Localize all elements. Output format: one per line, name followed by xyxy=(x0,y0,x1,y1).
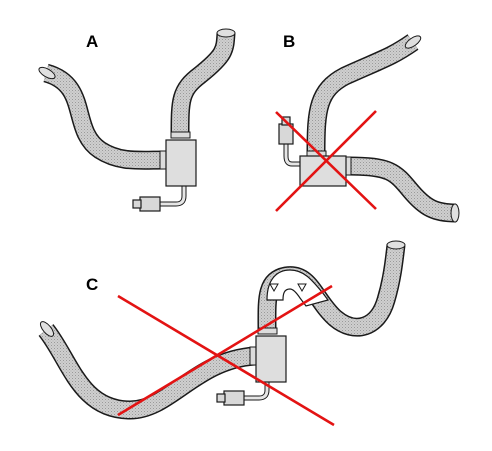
panel-b-red-x-mark-icon xyxy=(275,110,377,212)
panel-a-upper-hose-end xyxy=(216,28,236,38)
panel-b-label: B xyxy=(283,32,295,51)
panel-a-left-hose xyxy=(38,63,166,170)
panel-a-left-cuff xyxy=(159,150,167,170)
panel-c-left-hose xyxy=(38,321,257,420)
panel-b-upper-hose xyxy=(306,34,422,153)
panel-c-drain-connector xyxy=(216,390,245,406)
panel-a-left-hose-end xyxy=(38,66,56,80)
panel-c: C xyxy=(38,240,406,427)
panel-c-water-level-triangle-down-icon xyxy=(269,283,307,293)
panel-c-component-box xyxy=(255,335,287,383)
panel-a-component-box xyxy=(165,139,197,187)
panel-a-upper-cuff xyxy=(170,131,191,139)
panel-c-left-hose-end xyxy=(39,321,55,337)
panel-c-label: C xyxy=(86,275,98,294)
panel-a-drain-connector xyxy=(132,196,161,212)
panel-c-trap-hose-end xyxy=(386,240,406,250)
panel-c-red-x-mark-icon xyxy=(117,284,335,427)
panel-a-drain-pipe xyxy=(158,186,187,207)
panel-a-upper-hose xyxy=(170,28,236,137)
panel-b: B xyxy=(275,32,460,223)
panel-a: A xyxy=(38,28,236,212)
panel-b-right-hose-end xyxy=(450,203,460,223)
panel-b-right-hose xyxy=(347,156,460,223)
panel-b-upper-hose-end xyxy=(404,35,422,49)
panel-c-left-cuff xyxy=(249,346,257,366)
panel-a-label: A xyxy=(86,32,98,51)
